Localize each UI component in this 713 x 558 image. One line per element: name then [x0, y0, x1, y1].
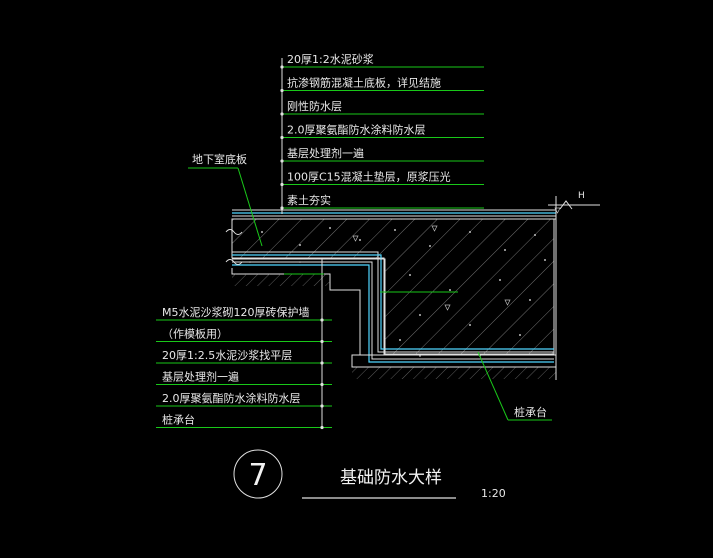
- layer-callout-row: 刚性防水层: [280, 99, 484, 116]
- title-block: 7 基础防水大样 1:20: [233, 449, 506, 500]
- layer-callout-text: （作模板用）: [162, 327, 228, 341]
- layer-callout-dot: [320, 318, 324, 322]
- layer-callout-row: 20厚1:2水泥砂浆: [280, 52, 484, 69]
- layer-callout-dot: [280, 135, 284, 140]
- layer-callout-row: 基层处理剂一遍: [280, 146, 484, 163]
- layer-callout-text: M5水泥沙浆砌120厚砖保护墙: [162, 305, 309, 319]
- pilecap-label-group: 桩承台: [477, 351, 552, 421]
- layer-callout-text: 基层处理剂一遍: [162, 370, 239, 384]
- layer-callout-dot: [320, 361, 324, 365]
- layer-callout-dot: [280, 159, 284, 163]
- layer-callout-row: 20厚1:2.5水泥沙浆找平层: [156, 348, 332, 365]
- layer-callout-row: 2.0厚聚氨酯防水涂料防水层: [156, 391, 332, 408]
- layer-callout-text: 抗渗钢筋混凝土底板，详见结施: [287, 76, 441, 90]
- layer-callout-dot: [280, 206, 284, 210]
- layer-callout-text: 基层处理剂一遍: [287, 146, 364, 160]
- detail-number: 7: [248, 458, 267, 493]
- slab-label-group: 地下室底板: [188, 152, 263, 247]
- reference-lines: [284, 273, 458, 293]
- layer-callout-row: 100厚C15混凝土垫层，原浆压光: [280, 170, 484, 187]
- right-edge: H: [548, 191, 600, 380]
- layer-callout-row: （作模板用）: [156, 327, 332, 344]
- layer-callout-text: 2.0厚聚氨酯防水涂料防水层: [162, 391, 301, 405]
- layer-callout-dot: [320, 425, 324, 430]
- pile-cap-base: [231, 268, 557, 379]
- layer-callout-dot: [280, 182, 284, 187]
- layer-callout-text: 100厚C15混凝土垫层，原浆压光: [287, 170, 451, 184]
- layer-callout-dot: [320, 339, 324, 344]
- layer-callout-text: 2.0厚聚氨酯防水涂料防水层: [287, 123, 426, 137]
- layer-callout-dot: [320, 404, 324, 408]
- layer-callout-row: 2.0厚聚氨酯防水涂料防水层: [280, 123, 484, 140]
- layer-callout-row: 桩承台: [156, 413, 332, 430]
- layer-callout-text: 刚性防水层: [287, 99, 342, 113]
- layer-callout-text: 20厚1:2水泥砂浆: [287, 52, 374, 66]
- drawing-title: 基础防水大样: [340, 468, 442, 488]
- layer-callout-row: 抗渗钢筋混凝土底板，详见结施: [280, 76, 484, 93]
- layer-callout-row: M5水泥沙浆砌120厚砖保护墙: [156, 305, 332, 322]
- layer-callout-dot: [280, 65, 284, 69]
- drawing-scale: 1:20: [481, 487, 506, 500]
- break-marks: [225, 229, 243, 265]
- elevation-label: H: [578, 191, 585, 201]
- layer-callout-row: 素土夯实: [280, 193, 484, 210]
- top-layer-lines: [232, 209, 556, 220]
- layer-callout-text: 素土夯实: [287, 193, 331, 207]
- layer-callout-dot: [280, 88, 284, 93]
- waterproof-membrane: [232, 251, 554, 363]
- layer-callout-dot: [320, 382, 324, 387]
- side-layer-callouts: M5水泥沙浆砌120厚砖保护墙 （作模板用） 20厚1:2.5水泥沙浆找平层基层处理…: [156, 258, 332, 430]
- layer-callout-dot: [280, 112, 284, 116]
- pilecap-label: 桩承台: [514, 405, 547, 419]
- layer-callout-row: 基层处理剂一遍: [156, 370, 332, 387]
- layer-callout-text: 桩承台: [162, 413, 195, 427]
- slab-label: 地下室底板: [192, 152, 247, 166]
- layer-callout-text: 20厚1:2.5水泥沙浆找平层: [162, 348, 292, 362]
